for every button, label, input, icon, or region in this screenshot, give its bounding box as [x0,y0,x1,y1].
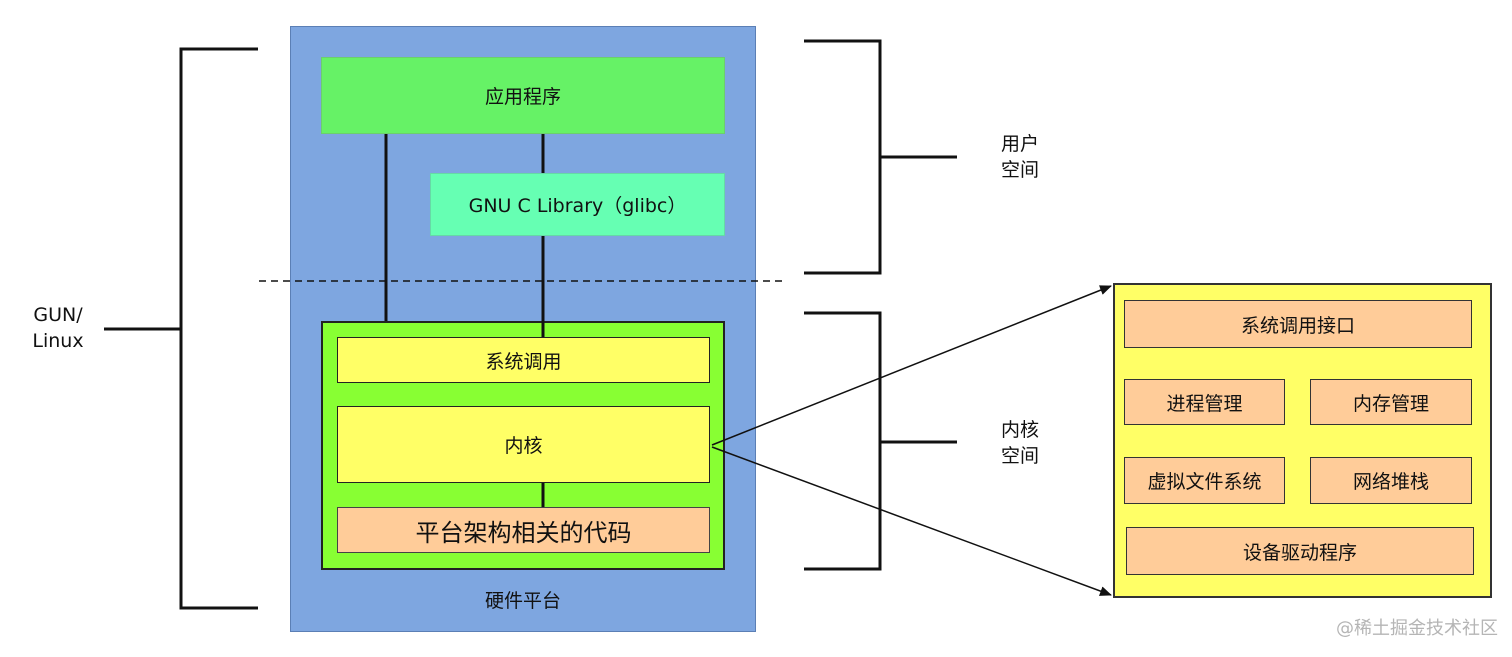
watermark: @稀土掘金技术社区 [1336,618,1498,639]
gnu-linux-line2: Linux [32,330,84,352]
drivers-box: 设备驱动程序 [1126,527,1474,575]
kernel-space-line2: 空间 [1000,445,1039,467]
gnu-linux-line1: GUN/ [33,304,83,326]
user-space-label: 用户 空间 [985,131,1055,183]
user-space-line1: 用户 [1000,133,1039,155]
syscall-interface-box: 系统调用接口 [1124,300,1472,348]
arch-code-box: 平台架构相关的代码 [337,507,710,553]
kernel-box: 内核 [337,406,710,483]
memory-mgmt-box: 内存管理 [1310,379,1472,425]
net-stack-box: 网络堆栈 [1310,457,1472,504]
process-mgmt-box: 进程管理 [1124,379,1285,425]
hardware-platform-label: 硬件平台 [484,590,561,612]
kernel-space-line1: 内核 [1000,419,1039,441]
kernel-space-label: 内核 空间 [985,417,1055,469]
vfs-box: 虚拟文件系统 [1124,457,1285,504]
gnu-linux-label: GUN/ Linux [18,302,98,354]
user-space-line2: 空间 [1000,159,1039,181]
glibc-box: GNU C Library（glibc） [430,173,725,236]
syscall-box: 系统调用 [337,337,710,383]
application-box: 应用程序 [321,57,725,134]
